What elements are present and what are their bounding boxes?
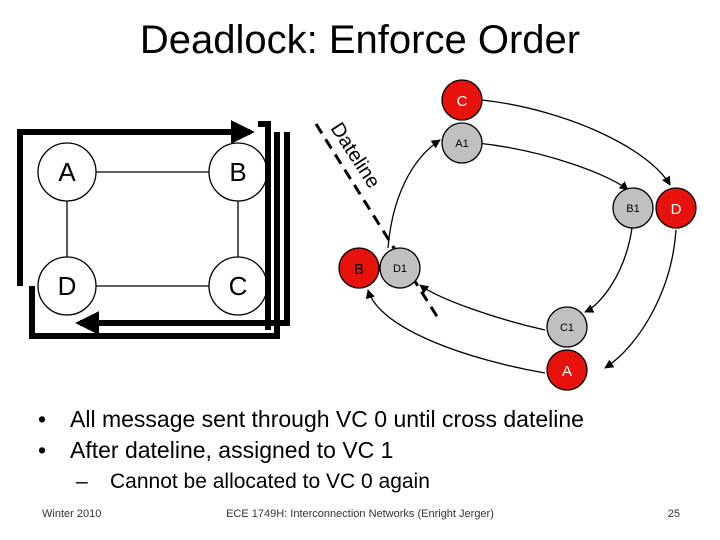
footer-course: ECE 1749H: Interconnection Networks (Enr… <box>226 508 494 520</box>
arrow-d-to-a <box>604 229 677 369</box>
node-a-red <box>546 349 588 391</box>
node-a1 <box>441 122 483 164</box>
right-ring: Dateline C A1 B1 D B D1 C1 A <box>314 79 697 391</box>
sub-bullet-text: Cannot be allocated to VC 0 again <box>110 470 430 493</box>
bullet-text: After dateline, assigned to VC 1 <box>70 437 394 463</box>
arrow-a-to-b <box>366 289 546 374</box>
arrow-b1-to-c1 <box>584 227 633 313</box>
footer-date: Winter 2010 <box>42 508 102 520</box>
node-b-red <box>338 247 380 289</box>
bullet-dot-icon: • <box>38 406 47 432</box>
node-a-label: A <box>58 157 76 187</box>
arrow-c1-to-d1 <box>419 284 546 331</box>
node-c1-label: C1 <box>560 322 574 334</box>
arrow-d1-to-a1 <box>387 139 441 249</box>
node-a-red-label: A <box>562 363 572 380</box>
node-c-red <box>441 79 483 121</box>
node-a1-label: A1 <box>455 138 468 150</box>
left-mesh: A B D C <box>17 120 290 339</box>
slide-title: Deadlock: Enforce Order <box>139 18 581 62</box>
node-a <box>37 142 97 202</box>
node-b1 <box>612 187 654 229</box>
node-b-red-label: B <box>354 261 364 278</box>
arrow-a1-to-b1 <box>476 142 629 191</box>
dateline <box>314 123 440 319</box>
node-b1-label: B1 <box>626 203 639 215</box>
dash-icon: – <box>76 470 88 493</box>
node-c-label: C <box>229 271 248 301</box>
bullet-item: • All message sent through VC 0 until cr… <box>38 404 718 435</box>
node-b-label: B <box>229 157 246 187</box>
node-d-label: D <box>58 271 77 301</box>
node-d1 <box>379 247 421 289</box>
bullet-text: All message sent through VC 0 until cros… <box>70 406 584 432</box>
node-d <box>37 256 97 316</box>
arrow-c-to-d <box>481 99 671 186</box>
slide-number: 25 <box>667 508 680 520</box>
cycle-arrow-bottom <box>75 132 290 335</box>
node-c-red-label: C <box>457 93 468 110</box>
node-d-red-label: D <box>671 201 682 218</box>
cycle-path-right <box>258 121 271 330</box>
node-d-red <box>655 187 697 229</box>
node-c1 <box>546 306 588 348</box>
cycle-path-outer <box>29 132 280 339</box>
bullet-list: • All message sent through VC 0 until cr… <box>38 404 718 497</box>
node-d1-label: D1 <box>393 263 407 275</box>
sub-bullet-item: – Cannot be allocated to VC 0 again <box>52 466 718 497</box>
cycle-arrow-top <box>17 120 255 286</box>
bullet-dot-icon: • <box>38 437 47 463</box>
bullet-item: • After dateline, assigned to VC 1 <box>38 435 718 466</box>
